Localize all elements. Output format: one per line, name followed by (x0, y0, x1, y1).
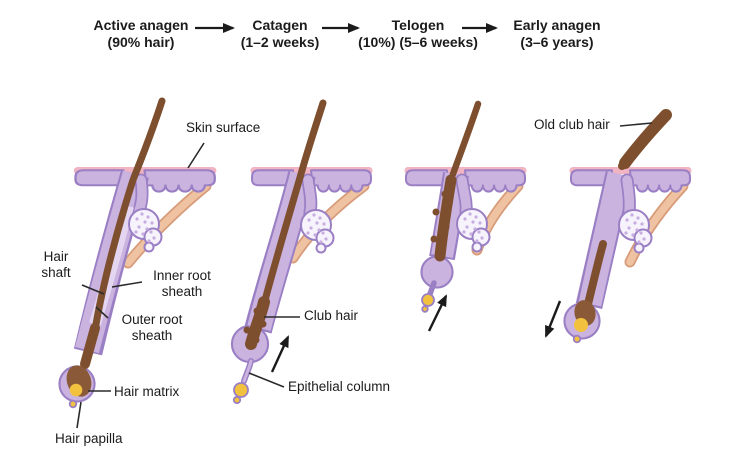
label-skin-surface: Skin surface (186, 120, 261, 135)
stage-label-catagen: Catagen (1–2 weeks) (200, 17, 360, 50)
upward-arrow (427, 294, 448, 332)
stage-name: Active anagen (93, 17, 189, 33)
follicle-stage-active-anagen (58, 97, 218, 409)
follicle-stage-catagen (230, 99, 374, 405)
label-hair-papilla: Hair papilla (55, 431, 123, 446)
label-inner-root-sheath: Inner root sheath (153, 268, 211, 299)
upward-arrow (270, 335, 290, 373)
club-hair-shape (245, 296, 270, 350)
stage-name: Early anagen (513, 17, 601, 33)
stage-label-telogen: Telogen (10%) (5–6 weeks) (338, 17, 498, 50)
label-outer-root-sheath: Outer root sheath (121, 312, 183, 343)
epithelial-column-shape (427, 280, 437, 297)
downward-arrow (544, 300, 562, 338)
sebaceous-gland (456, 208, 491, 253)
leader-lines (76, 122, 653, 429)
hair-shaft-shape (91, 97, 166, 334)
label-old-club-hair: Old club hair (534, 117, 610, 132)
follicle-stage-telogen (403, 100, 528, 332)
old-club-hair-shape (619, 109, 672, 169)
follicle-stage-early-anagen (544, 109, 693, 344)
sebaceous-gland (618, 209, 653, 254)
stage-label-active-anagen: Active anagen (90% hair) (61, 17, 221, 50)
hair-papilla-shape (421, 293, 435, 307)
hair-papilla-shape (574, 318, 588, 332)
hair-papilla-shape (233, 382, 249, 398)
label-epithelial-column: Epithelial column (288, 379, 391, 394)
stage-detail: (10%) (5–6 weeks) (358, 33, 478, 50)
label-hair-shaft: Hair shaft (41, 249, 71, 280)
label-hair-matrix: Hair matrix (114, 384, 180, 399)
label-club-hair: Club hair (304, 308, 359, 323)
stage-detail: (1–2 weeks) (240, 33, 320, 50)
hair-shaft-shape (449, 100, 482, 178)
hair-shaft-shape (260, 99, 327, 308)
stage-name: Telogen (391, 17, 445, 33)
stage-detail: (3–6 years) (520, 33, 594, 50)
new-hair-shape (584, 240, 607, 308)
stage-label-early-anagen: Early anagen (3–6 years) (477, 17, 637, 50)
stage-detail: (90% hair) (107, 33, 175, 50)
sebaceous-gland (128, 208, 163, 253)
stage-name: Catagen (252, 17, 308, 33)
hair-papilla-shape (69, 383, 83, 397)
